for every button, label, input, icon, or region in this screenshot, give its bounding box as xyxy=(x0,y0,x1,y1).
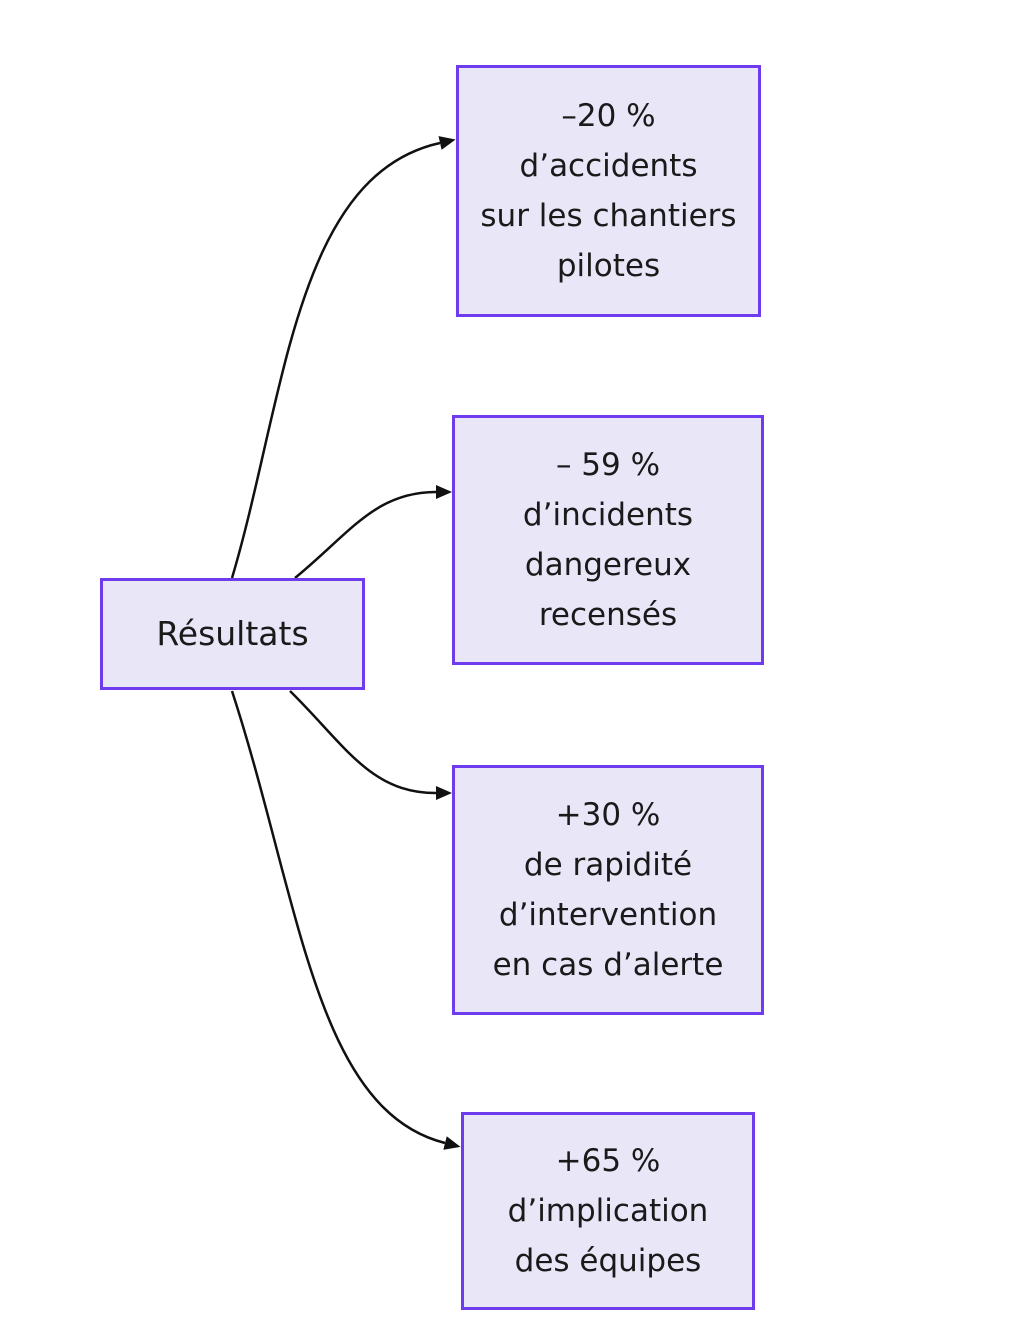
result-line: d’implication xyxy=(507,1193,709,1229)
arrow-to-result-3 xyxy=(230,690,461,1150)
center-node-resultats: Résultats xyxy=(100,578,365,690)
result-line: dangereux xyxy=(524,547,692,583)
result-line: sur les chantiers xyxy=(480,198,737,234)
result-line: +65 % xyxy=(555,1143,661,1179)
center-node-label: Résultats xyxy=(156,614,309,653)
result-line: –20 % xyxy=(561,98,656,134)
arrow-to-result-0 xyxy=(230,136,456,579)
result-line: recensés xyxy=(538,597,678,633)
arrow-to-result-2 xyxy=(289,690,452,800)
result-node-accidents: –20 % d’accidents sur les chantiers pilo… xyxy=(456,65,761,317)
arrow-to-result-1 xyxy=(294,485,452,579)
result-node-incidents: – 59 % d’incidents dangereux recensés xyxy=(452,415,764,665)
result-line: pilotes xyxy=(556,248,661,284)
result-line: – 59 % xyxy=(555,447,661,483)
result-node-rapidite: +30 % de rapidité d’intervention en cas … xyxy=(452,765,764,1015)
result-line: d’accidents xyxy=(519,148,698,184)
result-node-implication: +65 % d’implication des équipes xyxy=(461,1112,755,1310)
result-line: en cas d’alerte xyxy=(492,947,724,983)
result-line: d’intervention xyxy=(498,897,718,933)
result-line: de rapidité xyxy=(523,847,693,883)
result-line: d’incidents xyxy=(522,497,694,533)
result-line: +30 % xyxy=(555,797,661,833)
result-line: des équipes xyxy=(514,1243,702,1279)
